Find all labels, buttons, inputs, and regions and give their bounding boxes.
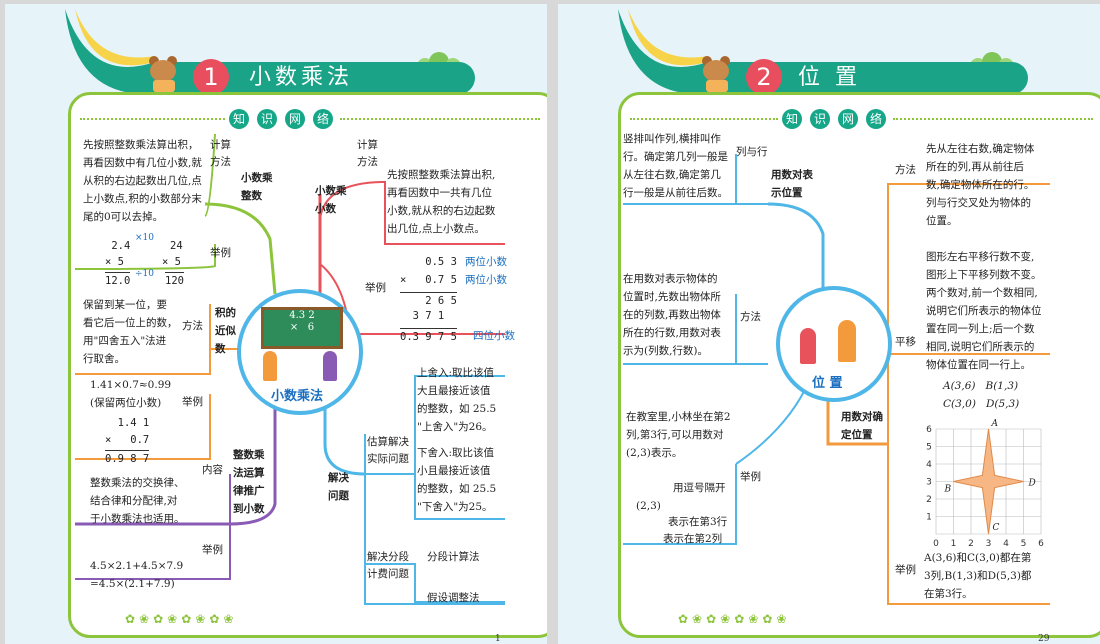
center-title: 小数乘法 — [271, 389, 324, 404]
label-method: 计算 方法 — [210, 139, 231, 168]
text-yunsuan-example: 4.5×2.1+4.5×7.9 =4.5×(2.1+7.9) — [90, 560, 184, 590]
coordinate-grid: 0 1 1 2 2 3 3 4 4 5 5 6 6 A B C D — [926, 419, 1044, 549]
page-left: 1 小数乘法 知识网络 4.3 2 × 6 — [5, 4, 547, 644]
label-example: 举例 — [365, 282, 386, 294]
chapter-number: 1 — [193, 59, 229, 95]
flowers-decoration: ✿❀✿❀✿❀✿❀ — [678, 612, 791, 626]
label-example: 举例 — [210, 247, 231, 259]
x-tick-label: 4 — [1003, 539, 1009, 549]
center-node: 位 置 — [776, 286, 892, 402]
label-method: 方法 — [895, 164, 916, 176]
page-number: 1 — [495, 634, 501, 644]
divider — [893, 118, 1093, 120]
text-assume-method: 假设调整法 — [427, 592, 480, 604]
x-tick-label: 0 — [933, 539, 939, 549]
label-example: 举例 — [182, 396, 203, 408]
text-jinsi-method: 保留到某一位，要 看它后一位上的数， 用"四舍五入"法进 行取舍。 — [83, 299, 178, 365]
point-label-C: C — [993, 523, 1000, 533]
x-tick-label: 6 — [1038, 539, 1044, 549]
branch-zhengshu: 小数乘 整数 — [241, 172, 273, 202]
divider — [80, 118, 225, 120]
divider — [630, 118, 778, 120]
star-shape — [953, 428, 1024, 535]
branch-locate-position: 用数对确 定位置 — [841, 411, 883, 441]
points-line-1: A(3,6) B(1,3) — [943, 380, 1019, 392]
center-node: 4.3 2 × 6 小数乘法 — [237, 289, 363, 415]
student-icon — [323, 351, 337, 381]
center-title: 位 置 — [812, 376, 843, 391]
flowers-decoration: ✿❀✿❀✿❀✿❀ — [125, 612, 238, 626]
knowledge-net-heading: 知识网络 — [225, 108, 337, 129]
text-example-2: A(3,6)和C(3,0)都在第 3列,B(1,3)和D(5,3)都 在第3行。 — [924, 552, 1032, 600]
x-tick-label: 3 — [986, 539, 992, 549]
y-tick-label: 5 — [926, 443, 932, 453]
label-translate: 平移 — [895, 336, 916, 348]
text-zhengshu-method: 先按照整数乘法算出积， 再看因数中有几位小数,就 从积的右边起数出几位,点 上小… — [83, 139, 202, 223]
text-xiaoshu-method: 先按照整数乘法算出积, 再看因数中一共有几位 小数,就从积的右边起数 出几位,点… — [387, 169, 496, 235]
text-round-up: 上舍入:取比该值 大且最接近该值 的整数，如 25.5 "上舍入"为26。 — [417, 367, 497, 433]
chalkboard: 4.3 2 × 6 — [261, 307, 343, 349]
text-yunsuan-content: 整数乘法的交换律、 结合律和分配律,对 于小数乘法也适用。 — [90, 477, 185, 525]
text-round-down: 下舍入:取比该值 小且最接近该值 的整数，如 25.5 "下舍入"为25。 — [417, 447, 497, 513]
y-tick-label: 1 — [926, 513, 932, 523]
y-tick-label: 6 — [926, 425, 932, 435]
bear-icon — [698, 54, 736, 94]
branch-yunsuan: 整数乘 法运算 律推广 到小数 — [233, 449, 265, 515]
page-title: 位 置 — [798, 65, 861, 90]
page-right: 2 位 置 知识网络 位 置 用数对表 示位置 用数对确 定位置 列与行 方法 … — [558, 4, 1100, 644]
text-segment-method: 分段计算法 — [427, 551, 480, 563]
chapter-number: 2 — [746, 59, 782, 95]
label-column-row: 列与行 — [736, 146, 768, 158]
label-method: 方法 — [740, 311, 761, 323]
branch-xiaoshu: 小数乘 小数 — [315, 185, 347, 215]
point-label-A: A — [991, 419, 999, 429]
mindmap-branches — [623, 154, 1050, 605]
page-number: 29 — [1038, 634, 1050, 644]
x-tick-label: 1 — [951, 539, 957, 549]
text-column-row: 竖排叫作列,横排叫作 行。确定第几列一般是 从左往右数,确定第几 行一般是从前往… — [623, 133, 728, 199]
y-tick-label: 2 — [926, 495, 932, 505]
points-line-2: C(3,0) D(5,3) — [943, 398, 1020, 410]
text-translate: 图形左右平移行数不变, 图形上下平移列数不变。 两个数对,前一个数相同, 说明它… — [926, 251, 1042, 371]
y-tick-label: 3 — [926, 478, 932, 488]
text-method-2: 先从左往右数,确定物体 所在的列,再从前往后 数,确定物体所在的行。 列与行交叉… — [926, 143, 1035, 227]
label-example: 举例 — [740, 471, 761, 483]
x-tick-label: 2 — [968, 539, 974, 549]
mindmap-branches — [74, 133, 505, 605]
text-method-1: 在用数对表示物体的 位置时,先数出物体所 在的列数,再数出物体 所在的行数,用数… — [623, 273, 721, 357]
point-label-B: B — [944, 485, 952, 495]
label-example: 举例 — [202, 544, 223, 556]
label-method: 方法 — [182, 320, 203, 332]
text-jinsi-example: 1.41×0.7≈0.99 (保留两位小数) — [90, 379, 172, 409]
y-tick-label: 4 — [926, 460, 932, 470]
student-icon — [263, 351, 277, 381]
student-icon — [838, 320, 856, 362]
text-example-1: 在教室里,小林坐在第2 列,第3行,可以用数对 (2,3)表示。 — [626, 411, 731, 459]
x-tick-label: 5 — [1021, 539, 1027, 549]
branch-jiejue: 解决 问题 — [328, 472, 349, 502]
divider — [340, 118, 540, 120]
student-icon — [800, 328, 816, 364]
label-example: 举例 — [895, 564, 916, 576]
label-content: 内容 — [202, 464, 223, 476]
point-label-D: D — [1028, 479, 1036, 489]
branch-express-position: 用数对表 示位置 — [771, 169, 813, 199]
label-estimate: 估算解决 实际问题 — [367, 436, 409, 465]
branch-jinsi: 积的 近似 数 — [215, 307, 236, 355]
label-method: 计算 方法 — [357, 139, 378, 168]
page-title: 小数乘法 — [249, 65, 354, 90]
bear-icon — [145, 54, 183, 94]
label-segmented: 解决分段 计费问题 — [367, 551, 409, 580]
knowledge-net-heading: 知识网络 — [778, 108, 890, 129]
